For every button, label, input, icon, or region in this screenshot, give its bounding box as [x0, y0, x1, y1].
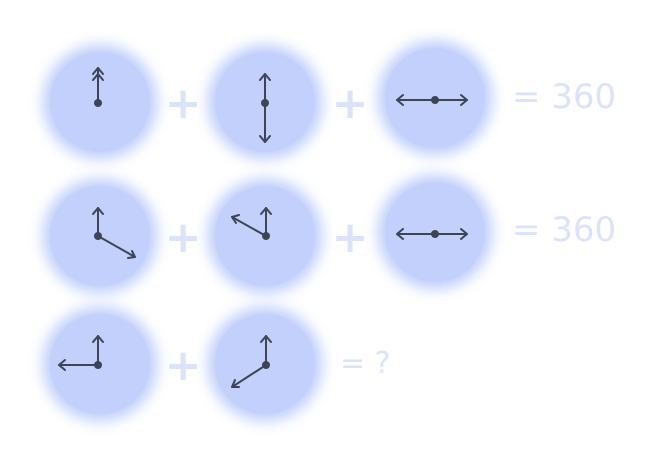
clock-r1-c3 — [385, 48, 485, 148]
clock-r2-c2 — [215, 186, 315, 286]
clock-r3-c2 — [215, 314, 315, 414]
clock-r2-c3 — [385, 182, 485, 282]
clock-r1-c2-hands — [259, 73, 271, 143]
plus-r3-1: + — [164, 340, 202, 391]
clock-r2-c2-hands — [231, 207, 272, 240]
result-r1: = 360 — [512, 77, 617, 117]
clock-r1-c1 — [50, 52, 150, 152]
plus-r2-1: + — [164, 212, 202, 263]
clock-r2-c3-hands — [396, 228, 468, 240]
plus-r1-1: + — [164, 78, 202, 129]
plus-r1-2: + — [331, 78, 369, 129]
result-r2: = 360 — [512, 210, 617, 250]
clock-r2-c1-hands — [92, 207, 136, 259]
clock-r1-c1-hands — [92, 67, 104, 107]
clock-r3-c1 — [50, 314, 150, 414]
clock-r2-c1 — [50, 186, 150, 286]
clock-r1-c2 — [215, 52, 315, 152]
clock-r1-c3-hands — [396, 94, 468, 106]
clock-r3-c2-hands — [231, 335, 272, 388]
clock-r3-c1-hands — [58, 335, 104, 371]
result-r3: = ? — [340, 346, 391, 381]
plus-r2-2: + — [331, 212, 369, 263]
